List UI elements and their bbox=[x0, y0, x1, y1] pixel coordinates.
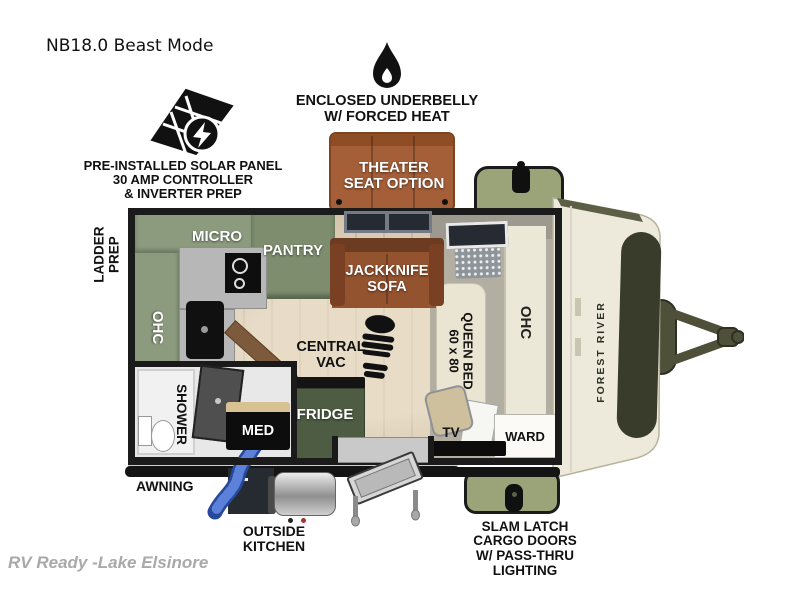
boot-print-icon bbox=[361, 315, 395, 379]
solar-line-3: & INVERTER PREP bbox=[124, 186, 242, 202]
burner bbox=[234, 278, 245, 289]
window bbox=[445, 220, 509, 250]
theater-seat-back bbox=[331, 134, 453, 146]
brand-label-wrap: FOREST RIVER bbox=[586, 246, 616, 458]
pantry-label: PANTRY bbox=[263, 241, 323, 259]
awning-roller bbox=[125, 466, 460, 477]
latch-knob bbox=[517, 161, 525, 168]
central-vac-label: CENTRAL VAC bbox=[292, 336, 370, 376]
ladder-prep-callout: LADDER PREP bbox=[84, 205, 130, 305]
theater-line-1: THEATER bbox=[359, 158, 429, 176]
solar-line-2: 30 AMP CONTROLLER bbox=[112, 171, 254, 187]
latch-dot bbox=[512, 492, 517, 497]
door-handle bbox=[215, 398, 221, 404]
central-vac-line-2: VAC bbox=[316, 355, 346, 371]
door-frame-post bbox=[332, 436, 338, 464]
griddle-knob bbox=[288, 518, 293, 523]
cooktop bbox=[225, 253, 261, 293]
sofa-line-1: JACKKNIFE bbox=[345, 263, 429, 280]
underbelly-line-2: W/ FORCED HEAT bbox=[324, 109, 450, 125]
solar-line-1: PRE-INSTALLED SOLAR PANEL bbox=[83, 157, 283, 173]
griddle bbox=[274, 472, 336, 516]
seat-divider bbox=[371, 136, 373, 208]
ladder-line-1: LADDER bbox=[91, 226, 107, 284]
cargo-line-4: LIGHTING bbox=[492, 562, 558, 578]
tv-label: TV bbox=[442, 424, 460, 440]
sofa-armrest bbox=[330, 244, 345, 306]
cargo-line-3: W/ PASS-THRU bbox=[475, 548, 574, 563]
micro-label: MICRO bbox=[192, 227, 242, 245]
underbelly-line-1: ENCLOSED UNDERBELLY bbox=[295, 93, 479, 110]
seat-foot bbox=[442, 199, 448, 205]
medicine-cabinet: MED bbox=[226, 402, 290, 450]
flame-icon bbox=[373, 42, 401, 88]
burner bbox=[232, 258, 248, 274]
theater-line-2: SEAT OPTION bbox=[343, 175, 445, 192]
trailer-front-cap bbox=[552, 197, 662, 479]
sofa-cushion-divider bbox=[386, 254, 388, 304]
outside-kitchen-label: OUTSIDE KITCHEN bbox=[238, 522, 310, 556]
seat-foot bbox=[336, 199, 342, 205]
dealer-watermark: RV Ready -Lake Elsinore bbox=[8, 553, 209, 572]
griddle-knob-red bbox=[301, 518, 306, 523]
central-vac-line-1: CENTRAL bbox=[296, 339, 366, 356]
slam-latch-bottom bbox=[505, 484, 523, 512]
seat-divider bbox=[413, 136, 415, 208]
window-mullion bbox=[385, 214, 389, 230]
sofa-armrest bbox=[429, 244, 444, 306]
cargo-line-2: CARGO DOORS bbox=[473, 533, 577, 549]
sewer-hose bbox=[207, 428, 269, 520]
entry-steps bbox=[346, 451, 424, 527]
page-title: NB18.0 Beast Mode bbox=[46, 36, 214, 56]
cargo-line-1: SLAM LATCH bbox=[481, 518, 569, 534]
slam-latch-top bbox=[512, 167, 530, 193]
door-frame-post bbox=[428, 436, 434, 464]
tv bbox=[426, 441, 506, 456]
fridge-label: FRIDGE bbox=[296, 405, 354, 423]
outside-kitchen-line-2: KITCHEN bbox=[242, 538, 306, 554]
micro-cabinet bbox=[135, 213, 253, 253]
solar-callout: PRE-INSTALLED SOLAR PANEL 30 AMP CONTROL… bbox=[52, 156, 314, 204]
awning-label: AWNING bbox=[136, 478, 194, 494]
outside-kitchen-line-1: OUTSIDE bbox=[242, 522, 306, 539]
cargo-door-rail bbox=[450, 467, 560, 477]
underbelly-callout: ENCLOSED UNDERBELLY W/ FORCED HEAT bbox=[272, 92, 502, 128]
wardrobe: WARD bbox=[494, 414, 556, 458]
ladder-line-2: PREP bbox=[106, 236, 121, 274]
theater-seat: THEATER SEAT OPTION bbox=[329, 132, 455, 212]
sofa-line-2: SOFA bbox=[367, 279, 407, 295]
brand-label: FOREST RIVER bbox=[595, 301, 607, 403]
cargo-callout: SLAM LATCH CARGO DOORS W/ PASS-THRU LIGH… bbox=[452, 518, 598, 580]
solar-panel-icon bbox=[150, 88, 234, 156]
overhead-cabinet-right: OHC bbox=[504, 226, 546, 418]
toilet-bowl bbox=[151, 420, 175, 452]
sofa-seat bbox=[332, 252, 442, 308]
griddle-end-cap bbox=[268, 476, 276, 514]
sofa-label: JACKKNIFE SOFA bbox=[337, 258, 437, 302]
sink-drain bbox=[201, 326, 208, 333]
theater-seat-label: THEATER SEAT OPTION bbox=[331, 146, 457, 206]
